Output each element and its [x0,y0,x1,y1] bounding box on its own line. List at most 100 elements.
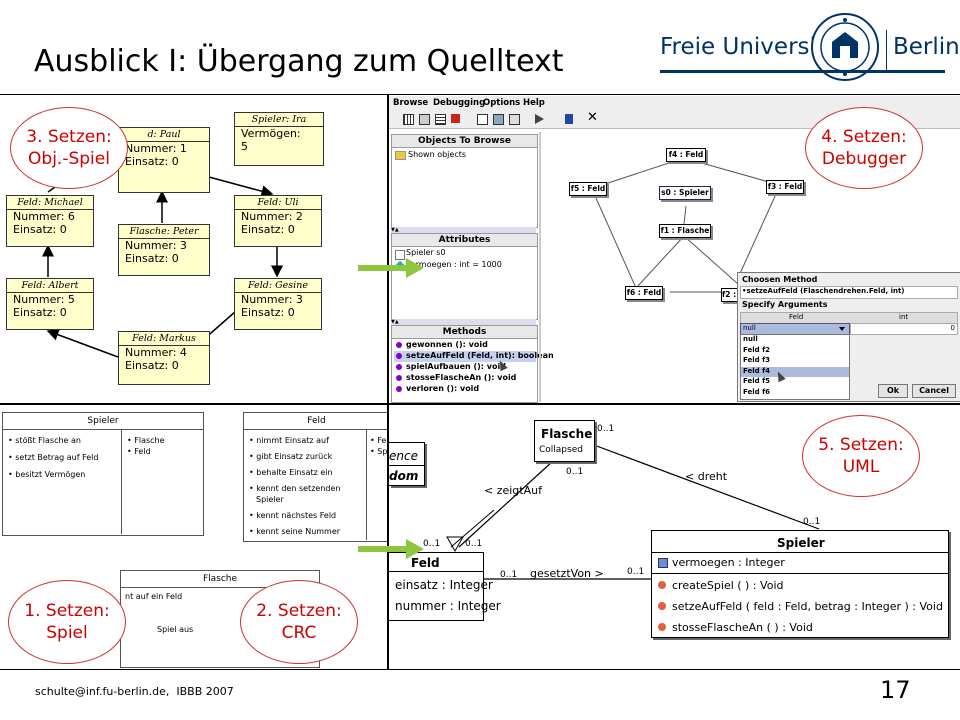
uml-class-flasche[interactable]: Flasche Collapsed [534,420,595,462]
crc-item: • behalte Einsatz ein [249,468,333,477]
quadrant-divider-horizontal [0,403,960,405]
uml-divider [652,552,948,553]
graph-node-s0[interactable]: s0 : Spieler [659,186,711,200]
int-input-value: 0 [950,324,955,332]
crc-responsibilities: • stößt Flasche an • setzt Betrag auf Fe… [8,435,98,480]
university-logo: Freie Universität Berlin [660,12,960,82]
args-col-int: int [899,313,909,321]
multiplicity: 0..1 [500,570,518,580]
toolbar-window-icon[interactable] [477,114,488,125]
crc-item: • Fel [370,436,389,445]
chevron-down-icon[interactable] [839,327,845,331]
crc-card-spieler[interactable]: Spieler • stößt Flasche an • setzt Betra… [2,412,204,536]
object-attribute: Nummer: 3 [241,293,303,306]
crc-card-feld[interactable]: Feld • nimmt Einsatz auf • gibt Einsatz … [243,412,390,542]
dropdown-option[interactable]: Feld f3 [743,356,771,364]
feld-dropdown-list: null Feld f2 Feld f3 Feld f4 Feld f5 Fel… [740,334,850,400]
object-card-peter[interactable]: Flasche: Peter Nummer: 3 Einsatz: 0 [118,224,210,276]
toolbar-table-icon[interactable] [419,114,430,125]
args-col-feld: Feld [789,313,804,321]
toolbar-list-icon[interactable] [435,114,446,125]
object-attribute: Nummer: 3 [125,239,187,252]
toolbar-book-icon[interactable] [565,114,573,124]
uml-operation: setzeAufFeld ( feld : Feld, betrag : Int… [672,600,943,613]
object-card-uli[interactable]: Feld: Uli Nummer: 2 Einsatz: 0 [234,195,322,247]
attribute-object-label[interactable]: Spieler s0 [406,248,446,257]
splitter-2[interactable]: ▼▲ [391,319,536,325]
object-card-michael[interactable]: Feld: Michael Nummer: 6 Einsatz: 0 [6,195,94,247]
method-icon [396,375,402,381]
splitter-1[interactable]: ▼▲ [391,227,536,233]
uml-class-title: Flasche [541,427,593,441]
method-item[interactable]: stosseFlascheAn (): void [394,373,536,384]
menu-help[interactable]: Help [523,98,545,108]
ok-button[interactable]: Ok [878,384,908,398]
toolbar-close-icon[interactable]: ✕ [587,110,598,125]
multiplicity: 0..1 [597,424,615,434]
crc-card-title: Flasche [121,571,319,588]
crc-item: Spiel aus [157,625,194,634]
object-attribute: Einsatz: 0 [13,223,67,236]
arrow-right-icon [358,539,424,559]
panel-divider[interactable] [539,132,541,402]
shown-objects-node[interactable]: Shown objects [408,150,467,159]
graph-node-f1[interactable]: f1 : Flasche [659,224,711,238]
dropdown-option[interactable]: Feld f5 [743,377,771,385]
method-item[interactable]: spielAufbauen (): void [394,362,536,373]
object-card-gesine[interactable]: Feld: Gesine Nummer: 3 Einsatz: 0 [234,278,322,330]
cancel-button[interactable]: Cancel [912,384,956,398]
method-item[interactable]: gewonnen (): void [394,340,536,351]
dropdown-option[interactable]: Feld f2 [743,345,771,354]
object-card-markus[interactable]: Feld: Markus Nummer: 4 Einsatz: 0 [118,331,210,385]
uml-operation: createSpiel ( ) : Void [672,579,784,592]
object-attribute: Nummer: 5 [13,293,75,306]
uml-fragment-text: ence [389,449,418,463]
object-card-ira[interactable]: Spieler: Ira Vermögen: 5 [234,112,324,166]
method-item[interactable]: verloren (): void [394,384,536,395]
multiplicity: 0..1 [627,567,645,577]
methods-panel-title: Methods [392,326,537,339]
crc-card-title: Spieler [3,413,203,430]
dropdown-option[interactable]: null [743,335,758,343]
object-card-albert[interactable]: Feld: Albert Nummer: 5 Einsatz: 0 [6,278,94,330]
feld-select-value: null [743,324,756,332]
uml-divider [389,465,424,466]
menu-browse[interactable]: Browse [393,98,429,108]
object-card-paul[interactable]: d: Paul Nummer: 1 Einsatz: 0 [118,127,210,193]
toolbar-grid-icon[interactable] [403,114,414,125]
graph-node-f3[interactable]: f3 : Feld [766,180,804,194]
dropdown-option-highlighted[interactable]: Feld f4 [741,366,849,377]
toolbar-delete-icon[interactable] [451,114,460,123]
menu-options[interactable]: Options [483,98,521,108]
dialog-method-signature: •setzeAufFeld (Flaschendrehen.Feld, int) [742,287,905,295]
graph-node-f4[interactable]: f4 : Feld [666,148,706,162]
uml-class-feld[interactable]: Feld einsatz : Integer nummer : Integer [389,552,501,621]
int-input[interactable]: 0 [850,323,958,335]
object-header: Feld: Gesine [235,279,321,293]
bubble-crc: 2. Setzen: CRC [240,580,358,664]
uml-divider [389,571,483,572]
toolbar-run-icon[interactable] [535,114,544,124]
uml-class-spieler[interactable]: Spieler vermoegen : Integer createSpiel … [651,530,949,638]
graph-node-f5[interactable]: f5 : Feld [569,182,607,196]
object-header: Feld: Michael [7,196,93,210]
object-header: Feld: Markus [119,332,209,346]
toolbar-image-icon[interactable] [493,114,504,125]
uml-attribute: nummer : Integer [395,599,501,613]
assoc-label-dreht: < dreht [685,470,728,483]
attribute-value[interactable]: vermoegen : int = 1000 [406,260,502,269]
menu-debugging[interactable]: Debugging [433,98,486,108]
dropdown-option[interactable]: Feld f6 [743,387,771,396]
methods-list: gewonnen (): void setzeAufFeld (Feld, in… [394,340,554,395]
arrow-right-icon [358,258,424,278]
attributes-panel-title: Attributes [392,234,537,247]
crc-collaborators: • Flasche • Feld [127,435,165,457]
crc-item: • gibt Einsatz zurück [249,452,333,461]
bubble-spiel: 1. Setzen: Spiel [8,580,126,664]
graph-node-f6[interactable]: f6 : Feld [625,286,663,300]
bubble-debugger: 4. Setzen: Debugger [805,107,923,189]
toolbar-copy-icon[interactable] [509,114,520,125]
multiplicity: 0..1 [566,467,584,477]
method-item-selected[interactable]: setzeAufFeld (Feld, int): boolean [394,351,554,362]
multiplicity: 0..1 [465,539,483,549]
